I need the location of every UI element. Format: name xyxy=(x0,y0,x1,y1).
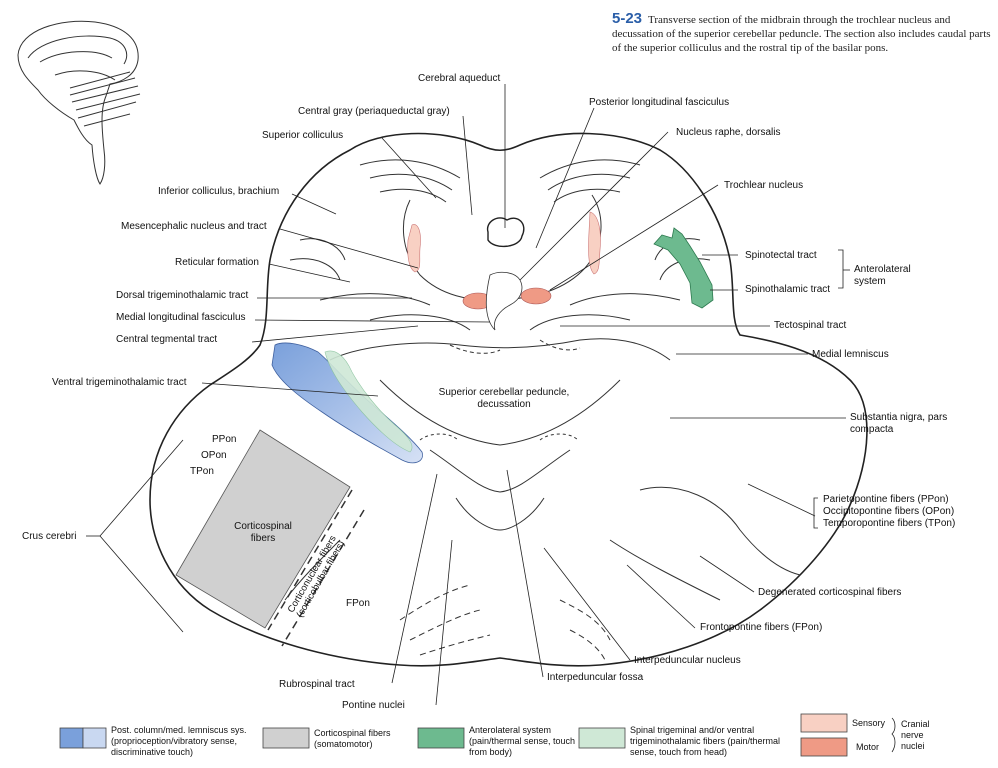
corticonuclear-boundary-line xyxy=(281,509,365,647)
label-spinotectal: Spinotectal tract xyxy=(745,250,817,261)
label-interpeduncular-fossa: Interpeduncular fossa xyxy=(547,672,644,683)
inner-structures xyxy=(284,159,801,661)
label-central-tegmental: Central tegmental tract xyxy=(116,334,218,345)
legend-corticospinal-swatch xyxy=(262,727,310,749)
cerebral-aqueduct-shape xyxy=(486,217,525,247)
legend-spinal-trigeminal-swatch xyxy=(578,727,626,749)
label-crus-cerebri: Crus cerebri xyxy=(22,531,77,542)
label-interpeduncular-nucleus: Interpeduncular nucleus xyxy=(634,655,741,666)
legend-cranial-nerve-nuclei-text: Cranial nerve nuclei xyxy=(901,719,930,751)
legend-post-column-text: Post. column/med. lemniscus sys. (propri… xyxy=(111,725,247,757)
corticospinal-fibers-shape xyxy=(175,429,351,629)
label-degenerated-corticospinal: Degenerated corticospinal fibers xyxy=(758,587,902,598)
legend-anterolateral-text: Anterolateral system (pain/thermal sense… xyxy=(469,725,576,757)
mesencephalic-nucleus-shape xyxy=(407,224,421,273)
label-rubrospinal: Rubrospinal tract xyxy=(279,679,355,690)
label-tpon: TPon xyxy=(190,466,214,477)
label-fpon: FPon xyxy=(346,598,370,609)
label-nucleus-raphe-dorsalis: Nucleus raphe, dorsalis xyxy=(676,127,781,138)
label-central-gray: Central gray (periaqueductal gray) xyxy=(298,106,450,117)
legend-sensory-swatch xyxy=(800,713,848,733)
ventral-trigeminothalamic-shape xyxy=(324,350,413,453)
figure-number: 5-23 xyxy=(612,10,643,27)
label-trochlear-nucleus: Trochlear nucleus xyxy=(724,180,804,191)
orientation-sketch xyxy=(17,20,141,185)
trochlear-nucleus-right-shape xyxy=(520,287,552,305)
label-spinothalamic: Spinothalamic tract xyxy=(745,284,831,295)
label-ppon: PPon xyxy=(212,434,237,445)
label-superior-colliculus: Superior colliculus xyxy=(262,130,344,141)
label-mesencephalic-nucleus: Mesencephalic nucleus and tract xyxy=(121,221,267,232)
label-dorsal-trigeminothalamic: Dorsal trigeminothalamic tract xyxy=(116,290,249,301)
leader-lines xyxy=(86,84,896,753)
label-substantia-nigra: Substantia nigra, pars compacta xyxy=(850,412,948,435)
label-parietopontine: Parietopontine fibers (PPon) xyxy=(823,494,949,505)
label-occipitopontine: Occipitopontine fibers (OPon) xyxy=(823,506,955,517)
legend-post-column-swatch xyxy=(59,727,84,749)
corticonuclear-boundary-line xyxy=(267,489,353,631)
label-reticular-formation: Reticular formation xyxy=(175,257,259,268)
label-ventral-trigeminothalamic: Ventral trigeminothalamic tract xyxy=(52,377,187,388)
legend-swatches xyxy=(59,713,848,757)
label-tectospinal: Tectospinal tract xyxy=(774,320,847,331)
legend-sensory-text: Sensory xyxy=(852,718,886,728)
legend-motor-text: Motor xyxy=(856,742,880,752)
label-medial-longitudinal-fasciculus: Medial longitudinal fasciculus xyxy=(116,312,246,323)
legend-corticospinal-text: Corticospinal fibers (somatomotor) xyxy=(314,728,391,749)
label-corticospinal-fibers: Corticospinal fibers xyxy=(234,521,292,544)
label-pontine-nuclei: Pontine nuclei xyxy=(342,700,405,711)
label-frontopontine: Frontopontine fibers (FPon) xyxy=(700,622,823,633)
legend-post-column-swatch xyxy=(82,727,107,749)
label-temporopontine: Temporopontine fibers (TPon) xyxy=(823,518,956,529)
legend-anterolateral-swatch xyxy=(417,727,465,749)
legend-motor-swatch xyxy=(800,737,848,757)
label-inferior-colliculus-brachium: Inferior colliculus, brachium xyxy=(158,186,280,197)
label-cerebral-aqueduct: Cerebral aqueduct xyxy=(418,73,501,84)
caption-text: Transverse section of the midbrain throu… xyxy=(612,14,991,54)
label-medial-lemniscus: Medial lemniscus xyxy=(812,349,889,360)
anterolateral-system-shape xyxy=(653,227,714,309)
label-anterolateral-system: Anterolateral system xyxy=(854,264,911,287)
label-opon: OPon xyxy=(201,450,227,461)
label-posterior-longitudinal-fasciculus: Posterior longitudinal fasciculus xyxy=(589,97,730,108)
mesencephalic-nucleus-right-shape xyxy=(588,211,601,275)
label-superior-cerebellar-peduncle: Superior cerebellar peduncle, decussatio… xyxy=(438,387,570,410)
legend-spinal-trigeminal-text: Spinal trigeminal and/or ventral trigemi… xyxy=(630,725,781,757)
section-outline xyxy=(149,132,868,667)
raphe-structure xyxy=(485,271,523,331)
